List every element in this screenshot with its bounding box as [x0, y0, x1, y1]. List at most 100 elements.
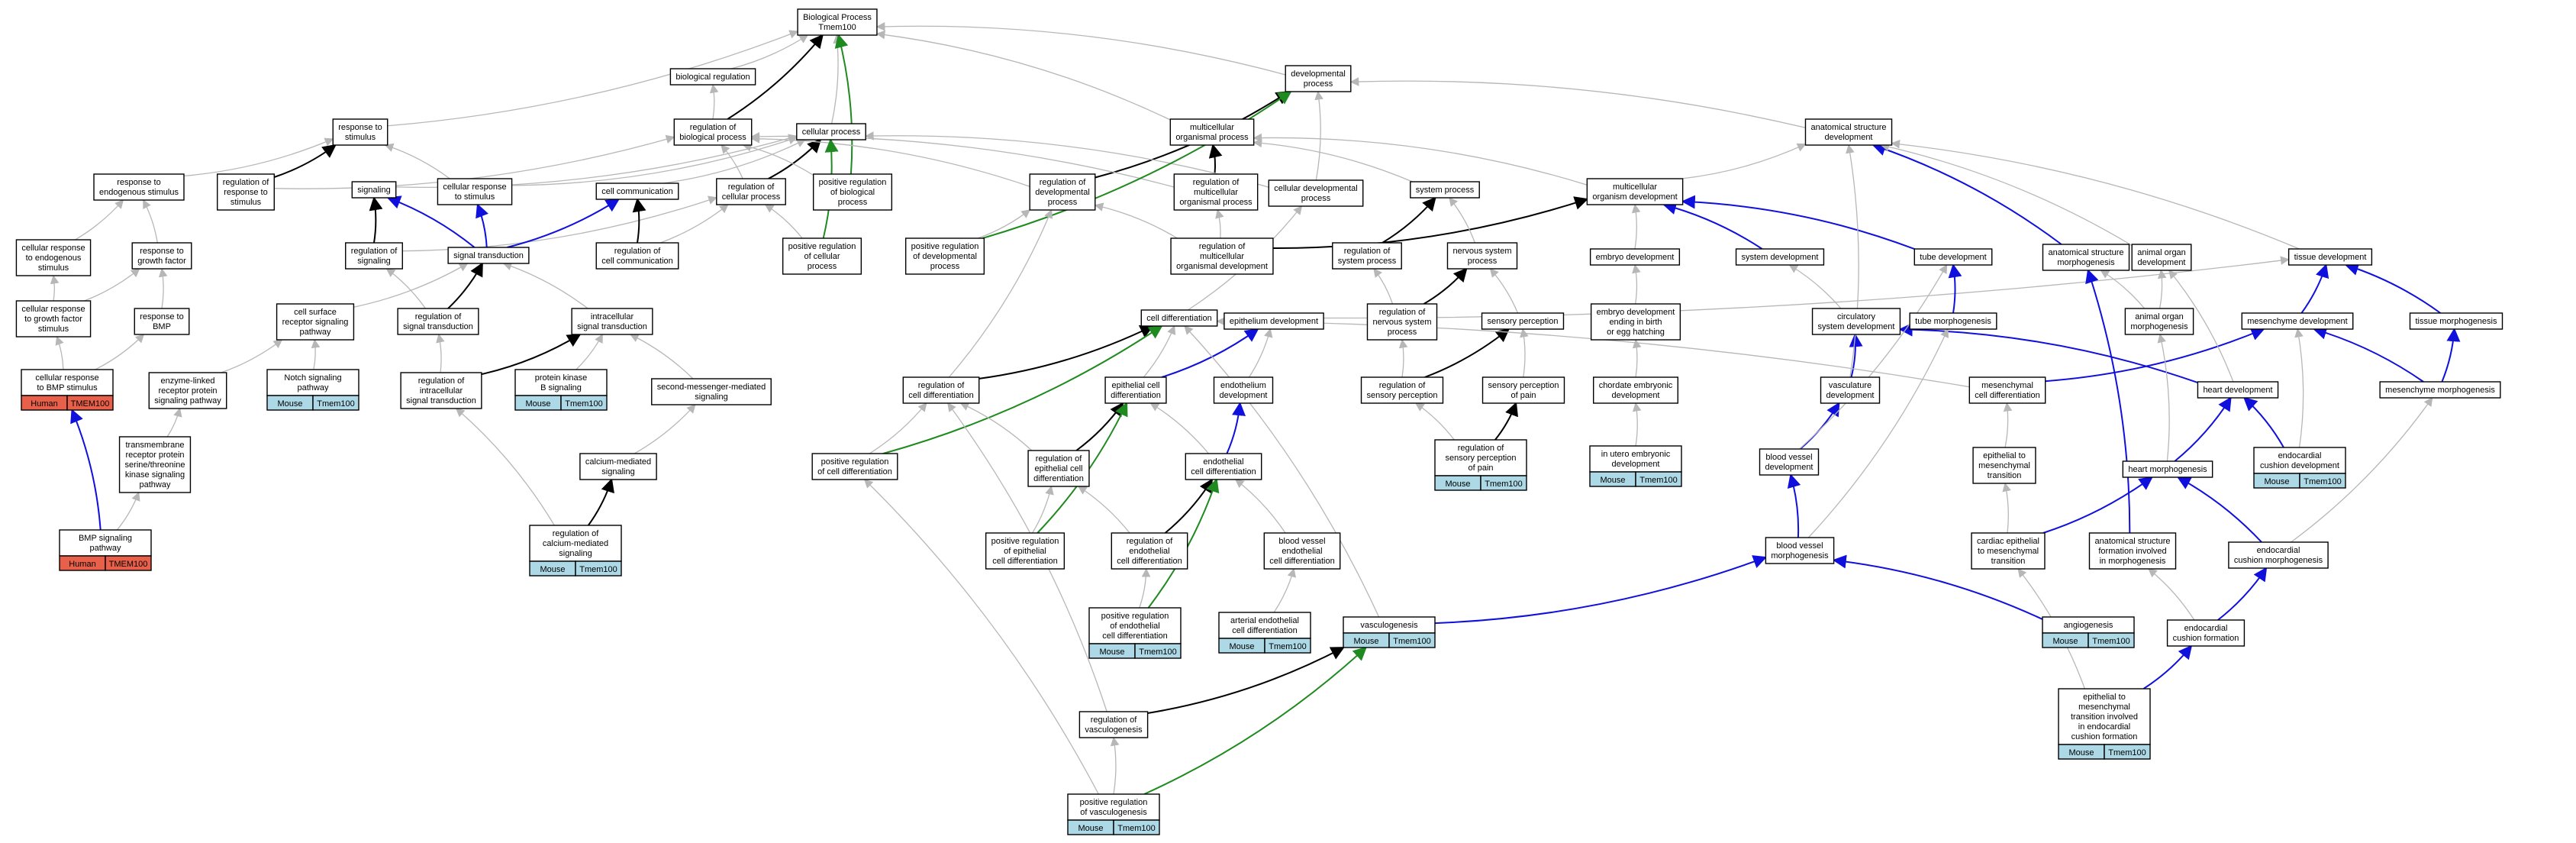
term-label-line: endothelial	[1282, 547, 1322, 556]
term-label-line: morphogenesis	[1771, 551, 1829, 560]
edge-embryo-development-to-multicellular-organism-development	[1631, 203, 1641, 250]
edge-epithelium-development-to-tissue-development	[1323, 256, 2290, 319]
go-term-signaling: signaling	[351, 181, 397, 199]
edge-regulation-of-multicellular-organismal-development-to-regulation-of-developmental-process	[1094, 202, 1178, 239]
term-label-line: calcium-mediated	[585, 457, 651, 467]
term-label-line: to mesenchymal	[1978, 547, 2039, 556]
term-box	[1913, 248, 1993, 266]
go-term-mesenchyme-morphogenesis: mesenchyme morphogenesis	[2379, 381, 2501, 399]
term-label-line: tissue development	[2294, 253, 2367, 262]
edge-endocardial-cushion-formation-to-anatomical-structure-formation	[2148, 568, 2195, 621]
term-box	[1332, 242, 1402, 270]
term-label-line: multicellular	[1200, 252, 1244, 261]
species-label: Mouse	[2068, 748, 2094, 757]
edge-positive-regulation-of-vasculogenesis-to-regulation-of-vasculogenesis	[1110, 736, 1120, 795]
term-label-line: blood vessel	[1278, 537, 1325, 546]
term-label-line: endothelial	[1129, 547, 1169, 556]
go-term-tissue-morphogenesis: tissue morphogenesis	[2409, 312, 2503, 330]
edge-enzyme-linked-receptor-to-cell-surface-receptor-signaling-pathway	[221, 339, 283, 373]
term-box	[2131, 244, 2192, 271]
edge-embryo-development-ending-in-birth-to-embryo-development	[1632, 263, 1641, 305]
go-term-biological-regulation: biological regulation	[669, 68, 756, 86]
term-label-line: development	[2138, 258, 2186, 267]
term-box	[1811, 308, 1901, 335]
term-box	[812, 173, 893, 211]
term-box	[2241, 312, 2354, 330]
edge-regulation-of-signal-transduction-to-regulation-of-signaling	[385, 268, 426, 309]
term-box	[669, 68, 756, 86]
term-box	[2409, 312, 2503, 330]
edge-endocardial-cushion-morphogenesis-to-heart-morphogenesis	[2176, 476, 2262, 543]
gene-cell	[2299, 473, 2346, 489]
edge-positive-regulation-of-vasculogenesis-to-positive-regulation-of-cell-differentiation	[863, 479, 1099, 795]
term-label-line: cell differentiation	[1975, 391, 2039, 400]
term-label-line: calcium-mediated	[543, 539, 608, 548]
term-label-line: pathway	[298, 383, 329, 392]
term-label-line: cell differentiation	[1102, 631, 1167, 641]
edge-regulation-of-nervous-system-process-to-nervous-system-process	[1423, 267, 1468, 305]
edge-regulation-of-endothelial-cell-differentiation-to-endothelial-cell-differentiation	[1164, 478, 1214, 534]
term-label-line: endothelial	[1203, 457, 1243, 467]
edge-tissue-development-to-anatomical-structure-development	[1891, 139, 2300, 250]
term-label-line: sensory perception	[1367, 391, 1438, 400]
term-label-line: cell differentiation	[992, 557, 1057, 566]
term-label-line: signal transduction	[453, 251, 524, 260]
gene-label: Tmem100	[1485, 480, 1523, 489]
term-label-line: response to	[117, 178, 160, 187]
edge-epithelial-to-mesenchymal-transition-to-mesenchymal-cell-differentiation	[2003, 402, 2013, 448]
species-label: Mouse	[1445, 480, 1470, 489]
edge-bmp-signaling-pathway-to-cellular-response-to-bmp-stimulus	[70, 409, 102, 531]
edge-nervous-system-process-to-system-process	[1449, 197, 1476, 244]
term-label-line: receptor protein	[158, 386, 217, 396]
term-label-line: in utero embryonic	[1601, 450, 1671, 459]
term-box	[2253, 447, 2346, 474]
term-label-line: regulation of	[918, 381, 965, 390]
term-label-line: system process	[1416, 186, 1475, 195]
edge-regulation-of-cell-differentiation-to-regulation-of-developmental-process	[948, 208, 1053, 378]
species-label: Mouse	[1099, 648, 1124, 657]
term-label-line: transition involved	[2071, 712, 2138, 722]
term-box	[1263, 532, 1341, 570]
edge-mesenchyme-morphogenesis-to-tissue-morphogenesis	[2441, 328, 2461, 383]
edge-circulatory-system-development-to-system-development	[1788, 264, 1842, 309]
term-label-line: second-messenger-mediated	[657, 383, 766, 392]
term-label-line: growth factor	[137, 257, 186, 266]
term-label-line: intracellular	[591, 312, 634, 321]
edge-bmp-signaling-pathway-to-transmembrane-receptor-serine-threonine	[116, 491, 140, 531]
edge-signal-transduction-to-cell-communication	[507, 199, 621, 248]
term-label-line: process	[1468, 257, 1498, 266]
edge-blood-vessel-development-to-vasculature-development	[1799, 402, 1840, 450]
edge-regulation-of-biological-process-to-biological-regulation	[709, 83, 719, 120]
term-label-line: endocardial	[2184, 624, 2228, 633]
edge-regulation-of-epithelial-cell-differentiation-to-regulation-of-cell-differentiation	[959, 402, 1033, 451]
term-box	[651, 378, 772, 405]
gene-cell	[560, 395, 608, 411]
edge-second-messenger-mediated-signaling-to-intracellular-signal-transduction	[629, 334, 694, 380]
term-label-line: protein kinase	[535, 373, 588, 383]
term-box	[332, 118, 388, 146]
term-label-line: differentiation	[1111, 391, 1161, 400]
edge-cellular-developmental-process-to-cellular-process	[865, 131, 1269, 188]
term-label-line: positive regulation	[1101, 612, 1169, 621]
edge-signal-transduction-to-signaling	[386, 195, 476, 248]
term-box	[904, 237, 985, 275]
term-label-line: cell differentiation	[1232, 626, 1297, 635]
term-box	[2124, 308, 2194, 335]
term-label-line: multicellular	[1194, 188, 1238, 197]
term-box	[1765, 537, 1835, 564]
term-label-line: organismal process	[1179, 198, 1253, 207]
term-label-line: of vasculogenesis	[1080, 808, 1147, 817]
go-term-system-development: system development	[1735, 248, 1825, 266]
term-label-line: chordate embryonic	[1599, 381, 1673, 390]
edge-positive-regulation-of-epithelial-cell-differentiation-to-regulation-of-epithelial-cell-differentiation	[1032, 485, 1054, 534]
